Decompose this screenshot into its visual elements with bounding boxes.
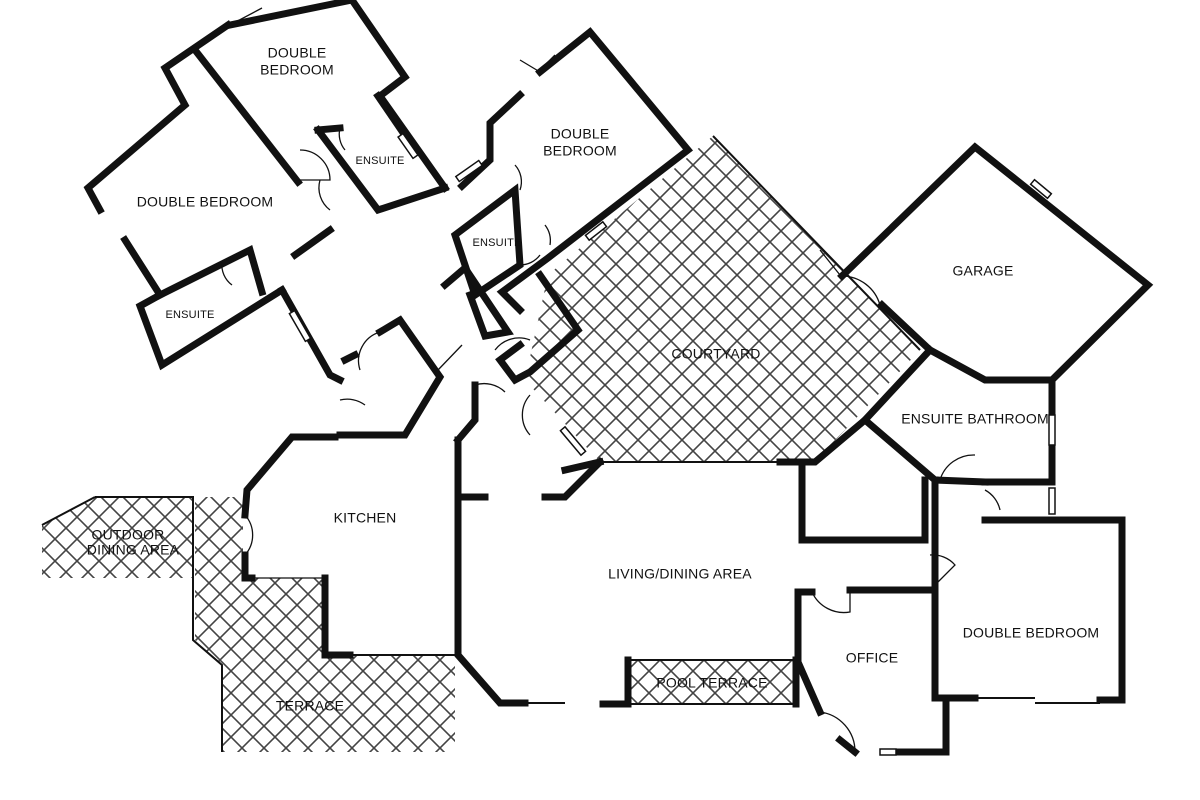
door-swing: [221, 261, 233, 286]
door-swing: [519, 254, 541, 266]
label-terrace: TERRACE: [276, 698, 344, 714]
label-office: OFFICE: [846, 650, 899, 666]
window: [1048, 414, 1056, 446]
label-double-bedroom-top-1: DOUBLE: [268, 45, 327, 61]
door-swing: [357, 331, 381, 371]
outdoor-dining-hatch: [42, 497, 193, 578]
door-swing: [437, 344, 463, 371]
label-kitchen: KITCHEN: [334, 510, 397, 526]
window: [1029, 178, 1053, 200]
window: [879, 748, 897, 756]
label-double-bedroom-mid-2: BEDROOM: [543, 143, 617, 159]
label-garage: GARAGE: [952, 263, 1013, 279]
door-swing: [819, 711, 856, 753]
label-double-bedroom-mid-1: DOUBLE: [551, 126, 610, 142]
door-swing: [244, 514, 254, 556]
doors: [124, 7, 1001, 753]
label-ensuite-top: ENSUITE: [355, 155, 404, 167]
door-swing: [819, 249, 841, 276]
door-swing: [519, 54, 556, 73]
window: [1048, 487, 1056, 515]
label-double-bedroom-left: DOUBLE BEDROOM: [137, 194, 274, 210]
door-swing: [984, 489, 1001, 511]
door-swing: [299, 149, 331, 181]
door-swing: [929, 554, 956, 591]
label-double-bedroom-right: DOUBLE BEDROOM: [963, 625, 1100, 641]
label-outdoor-dining-2: DINING AREA: [87, 542, 180, 558]
door-swing: [544, 224, 551, 246]
label-ensuite-bathroom: ENSUITE BATHROOM: [901, 411, 1049, 427]
pool-terrace-hatch: [628, 660, 796, 704]
door-swing: [474, 382, 506, 393]
label-courtyard: COURTYARD: [671, 346, 760, 362]
door-swing: [339, 398, 366, 406]
window: [454, 159, 484, 183]
label-living-dining: LIVING/DINING AREA: [608, 566, 752, 582]
room-labels: DOUBLE BEDROOM ENSUITE DOUBLE BEDROOM EN…: [87, 45, 1100, 714]
door-swing: [318, 179, 331, 211]
window: [584, 220, 608, 242]
door-swing: [494, 337, 531, 351]
window: [288, 309, 312, 343]
door-swing: [841, 275, 881, 306]
window: [397, 132, 419, 160]
door-swing: [521, 394, 531, 436]
windows: [288, 132, 1056, 756]
label-double-bedroom-top-2: BEDROOM: [260, 62, 334, 78]
door-swing: [514, 164, 523, 191]
label-outdoor-dining-1: OUTDOOR: [92, 527, 165, 543]
door-swing: [939, 454, 976, 481]
door-swing: [229, 7, 263, 26]
courtyard-hatch: [525, 136, 920, 462]
door-swing: [338, 127, 346, 151]
label-pool-terrace: POOL TERRACE: [656, 675, 767, 691]
label-ensuite-left: ENSUITE: [165, 309, 214, 321]
walls: [83, 0, 1154, 757]
thin-lines: [41, 135, 1100, 752]
door-swing: [811, 590, 851, 614]
window: [559, 425, 587, 457]
door-swing: [124, 239, 151, 276]
label-ensuite-mid: ENSUITE: [472, 237, 521, 249]
